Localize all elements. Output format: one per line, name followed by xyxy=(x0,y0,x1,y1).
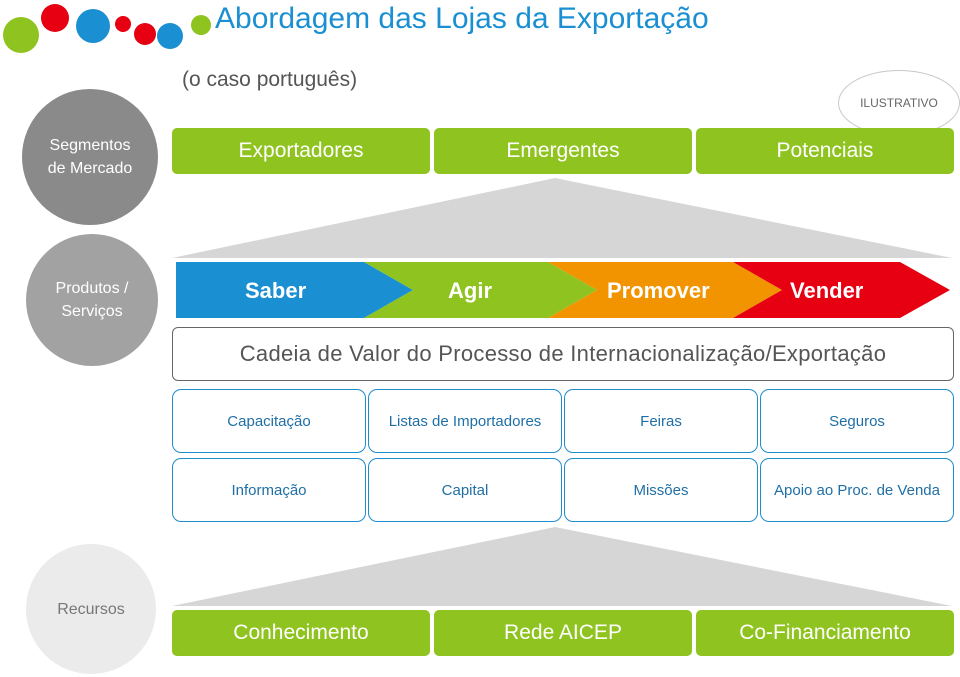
service-box: Capacitação xyxy=(172,389,366,453)
resource-triangle xyxy=(172,527,952,606)
row-label-recursos-text: Recursos xyxy=(57,600,125,618)
logo-dot xyxy=(41,4,69,32)
chain-step-agir: Agir xyxy=(448,278,492,303)
service-label: Capacitação xyxy=(227,412,311,430)
logo-dot xyxy=(134,23,156,45)
chain-step-promover: Promover xyxy=(607,278,710,303)
logo-dots xyxy=(3,4,211,53)
row-label-segmentos-text: Segmentos de Mercado xyxy=(47,137,133,177)
service-label: Apoio ao Proc. de Venda xyxy=(774,481,940,499)
logo-dot xyxy=(157,23,183,49)
logo-dot xyxy=(3,17,39,53)
segment-triangle xyxy=(172,178,952,258)
value-chain-caption: Cadeia de Valor do Processo de Internaci… xyxy=(172,327,954,381)
service-box: Informação xyxy=(172,458,366,522)
resource-box: Co-Financiamento xyxy=(696,610,954,656)
segment-box: Exportadores xyxy=(172,128,430,174)
service-box: Feiras xyxy=(564,389,758,453)
service-box: Apoio ao Proc. de Venda xyxy=(760,458,954,522)
resource-box: Rede AICEP xyxy=(434,610,692,656)
service-label: Informação xyxy=(231,481,307,499)
row-label-recursos: Recursos xyxy=(26,544,156,674)
segment-label: Exportadores xyxy=(238,139,364,162)
page-title: Abordagem das Lojas da Exportação xyxy=(215,2,709,35)
page-subtitle: (o caso português) xyxy=(182,68,358,91)
segment-box: Potenciais xyxy=(696,128,954,174)
service-label: Seguros xyxy=(829,412,885,430)
segment-box: Emergentes xyxy=(434,128,692,174)
chain-arrow-agir xyxy=(364,262,597,318)
segment-label: Emergentes xyxy=(506,139,620,162)
service-box: Seguros xyxy=(760,389,954,453)
service-label: Missões xyxy=(633,481,689,499)
chain-arrow-promover xyxy=(548,262,782,318)
service-box: Capital xyxy=(368,458,562,522)
row-label-produtos-text: Produtos / Serviços xyxy=(55,280,129,320)
value-chain-caption-text: Cadeia de Valor do Processo de Internaci… xyxy=(239,341,887,366)
service-label: Capital xyxy=(441,481,489,499)
service-label: Feiras xyxy=(640,412,682,430)
segment-label: Potenciais xyxy=(776,139,874,162)
row-label-produtos: Produtos / Serviços xyxy=(26,234,158,366)
row-label-segmentos: Segmentos de Mercado xyxy=(22,89,158,225)
service-box: Listas de Importadores xyxy=(368,389,562,453)
chain-step-saber: Saber xyxy=(245,278,307,303)
service-box: Missões xyxy=(564,458,758,522)
logo-dot xyxy=(115,16,131,32)
chain-step-vender: Vender xyxy=(790,278,864,303)
resource-label: Co-Financiamento xyxy=(739,621,911,644)
chain-arrow-saber xyxy=(176,262,413,318)
ilustrativo-label: ILUSTRATIVO xyxy=(860,96,938,110)
service-label: Listas de Importadores xyxy=(388,412,542,430)
chain-arrow-vender xyxy=(733,262,950,318)
resource-box: Conhecimento xyxy=(172,610,430,656)
logo-dot xyxy=(76,9,110,43)
resource-label: Rede AICEP xyxy=(504,621,622,644)
logo-dot xyxy=(191,15,211,35)
resource-label: Conhecimento xyxy=(233,621,369,644)
